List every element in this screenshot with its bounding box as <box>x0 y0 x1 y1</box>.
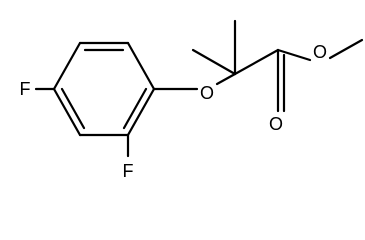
benzene-ring <box>52 41 156 137</box>
bond-quaternary-c-to-carbonyl-c <box>233 48 280 76</box>
ring-bond-upper-left <box>52 41 82 91</box>
bond-carbonyl-c-to-ester-o <box>276 48 312 62</box>
atom-label-ester-o: O <box>313 42 327 62</box>
ring-bond-lower-right <box>126 87 156 137</box>
ring-bond-upper-right <box>126 41 156 91</box>
atom-label-ether-o: O <box>200 83 214 103</box>
atom-label-f-para: F <box>20 79 31 99</box>
atom-label-f-ortho: F <box>123 161 134 181</box>
ring-double-bond-right <box>122 87 148 130</box>
bond-quaternary-c-to-methyl-left <box>191 48 237 76</box>
ring-double-bond-left <box>60 87 86 130</box>
ring-bond-lower-left <box>52 87 82 137</box>
molecule-structure: F F O O O <box>20 19 364 181</box>
bond-ether-o-to-quaternary-c <box>215 72 237 86</box>
bond-ester-o-to-methyl <box>328 38 364 60</box>
atom-label-carbonyl-o: O <box>269 114 283 134</box>
